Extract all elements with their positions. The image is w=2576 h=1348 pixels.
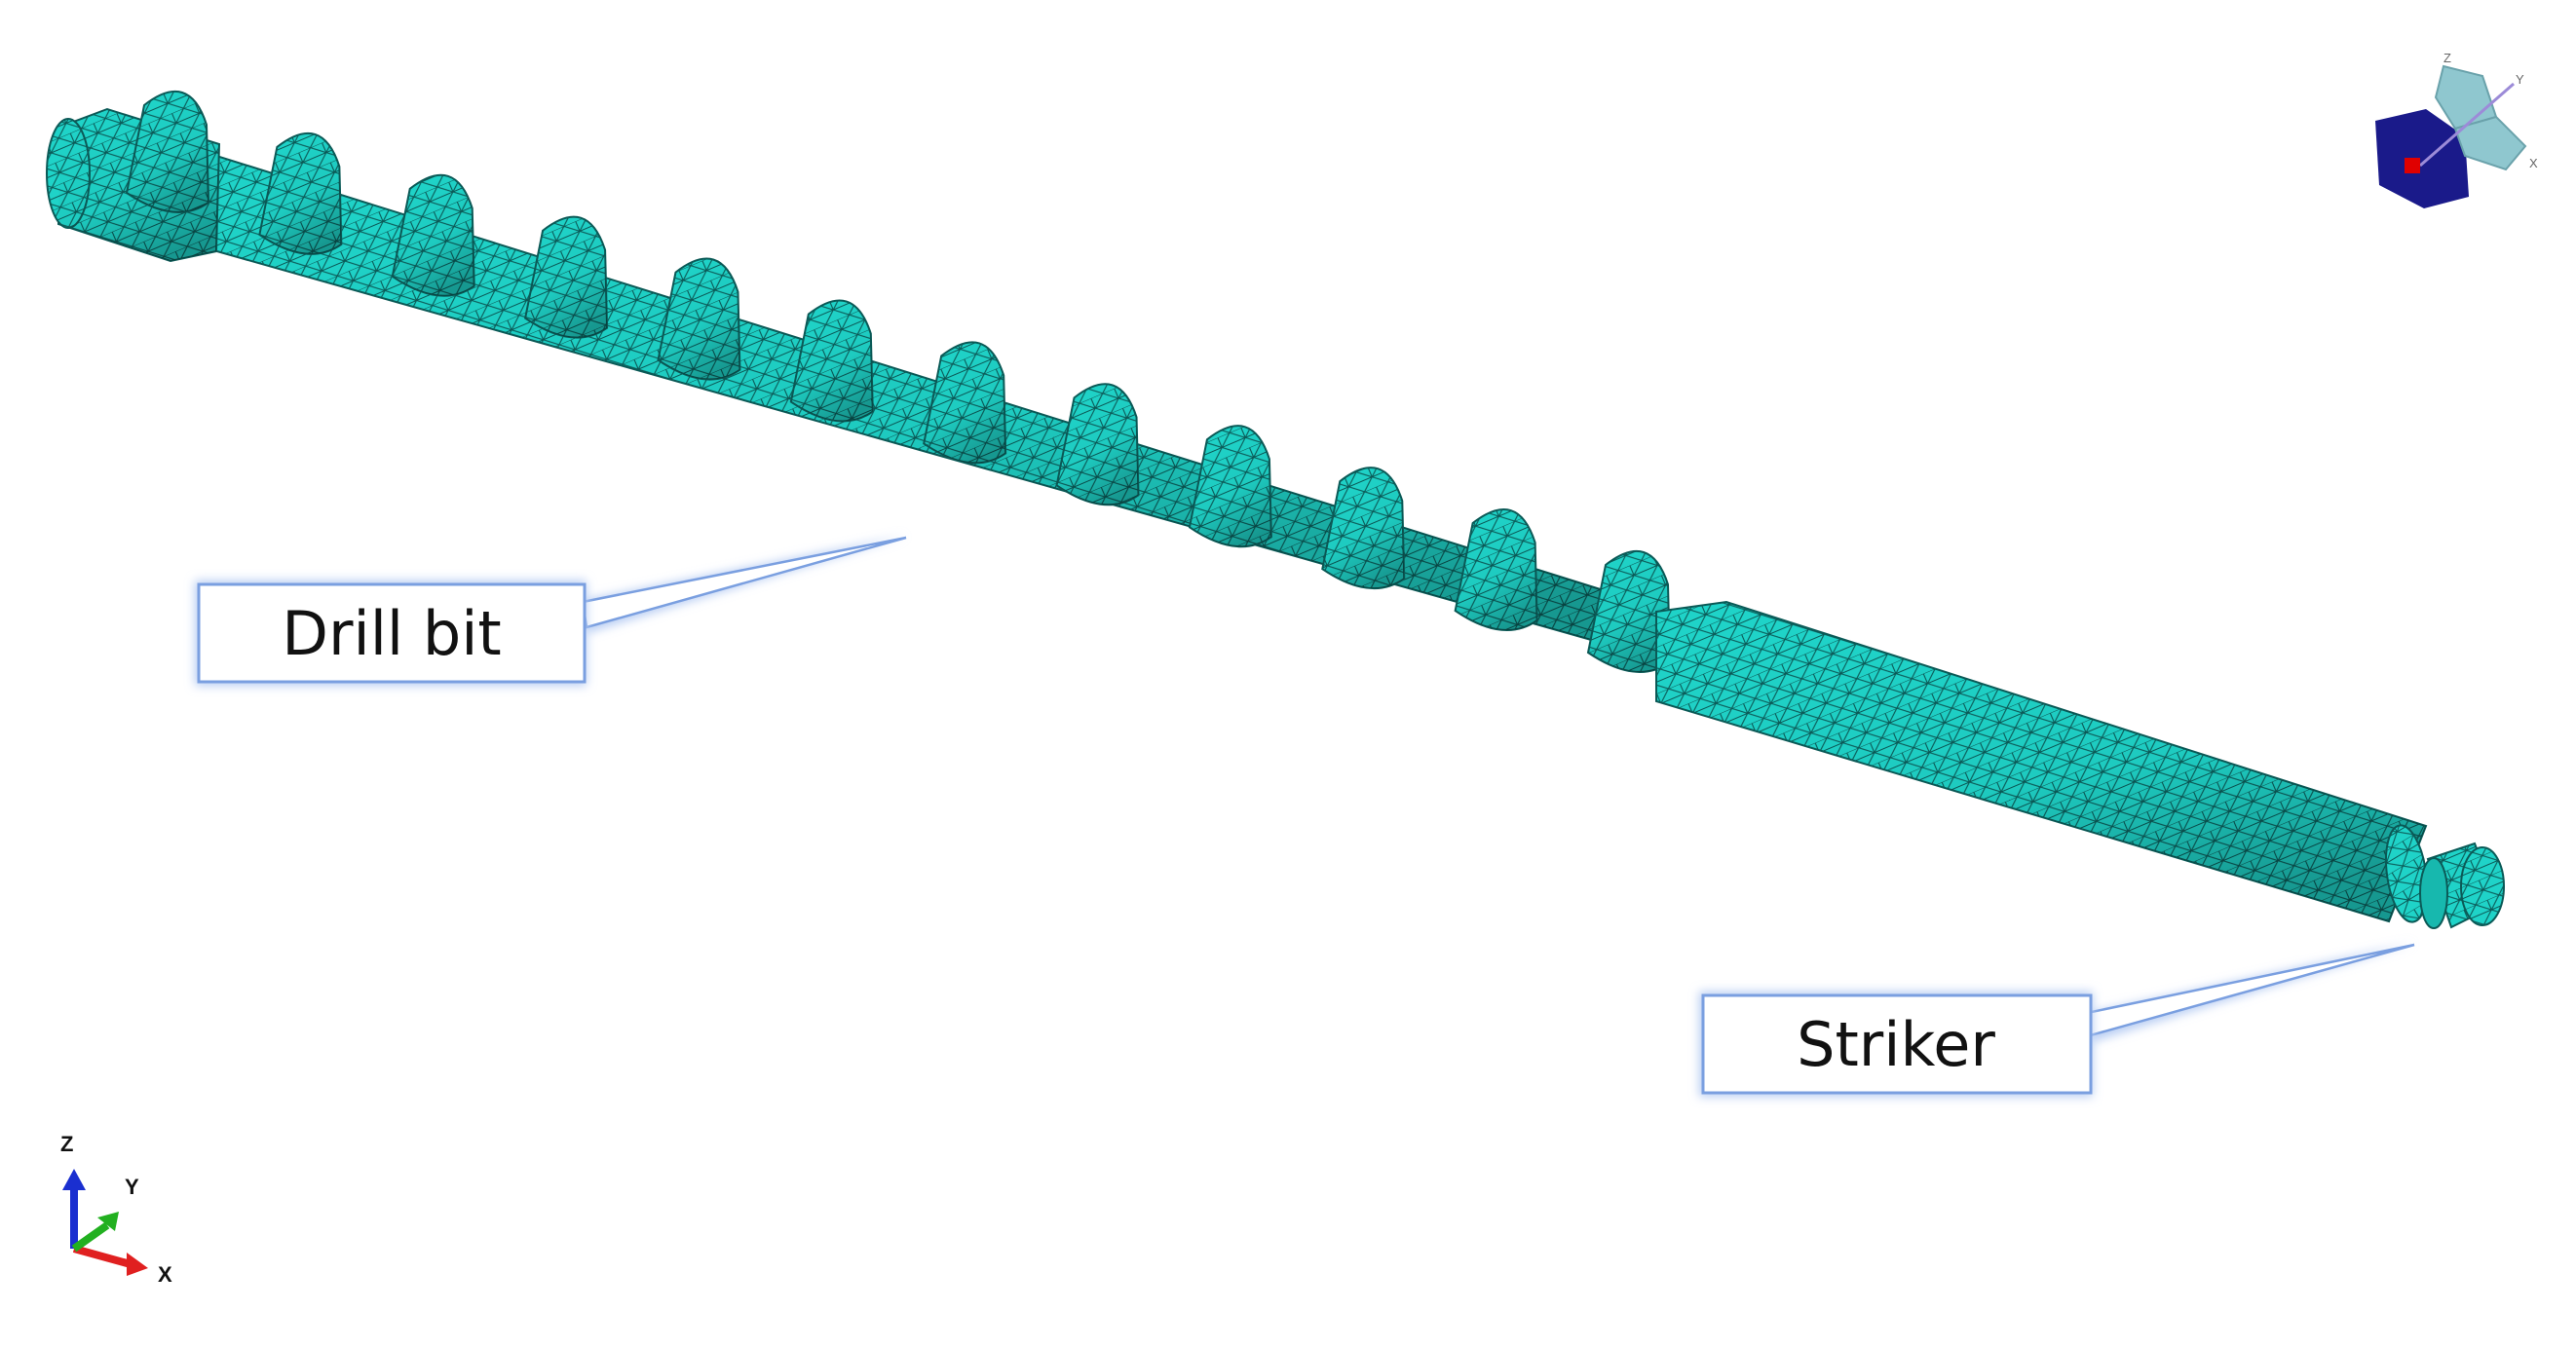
striker-callout: Striker — [1699, 943, 2415, 1097]
triad-x-label: X — [158, 1262, 172, 1287]
coordinate-triad-icon: Z Y X — [60, 1132, 172, 1287]
cube-z-label: Z — [2443, 51, 2451, 65]
drill-bit-callout: Drill bit — [195, 536, 907, 686]
flute-shade — [1322, 468, 1405, 589]
cube-y-label: Y — [2516, 72, 2524, 87]
flute-shade — [1189, 426, 1271, 547]
flute-shade — [525, 216, 608, 338]
flute-shade — [392, 174, 474, 296]
drill-bit-model — [46, 90, 2428, 923]
drill-shank — [1655, 600, 2428, 923]
triad-y-label: Y — [125, 1175, 139, 1199]
flute-shade — [924, 342, 1006, 464]
flute-shade — [790, 300, 873, 422]
flute-shade — [658, 258, 740, 380]
flute-shade — [1455, 509, 1537, 631]
flute-shade — [127, 91, 208, 212]
helical-flutes — [125, 90, 1672, 673]
flute-shade — [1588, 550, 1670, 672]
striker-label: Striker — [1797, 1009, 1995, 1080]
flute-shade — [259, 132, 342, 254]
triad-z-label: Z — [60, 1132, 73, 1156]
drill-bit-label: Drill bit — [282, 598, 502, 669]
cube-x-label: X — [2529, 156, 2538, 170]
striker-model — [2419, 842, 2505, 929]
view-orientation-icon: Z Y X — [2375, 51, 2538, 208]
flute-shade — [1056, 384, 1139, 506]
